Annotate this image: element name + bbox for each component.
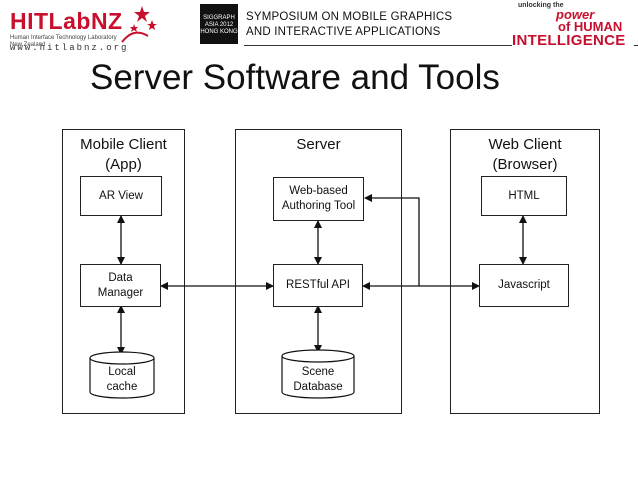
node-label: Javascript <box>498 279 550 291</box>
edge-javascript-authoring <box>364 194 420 286</box>
node-label: Web-based Authoring Tool <box>281 185 356 212</box>
column-title-line: Server <box>296 136 341 153</box>
hi-logo-line-3: of HUMAN <box>558 19 623 34</box>
node-label: RESTful API <box>286 279 350 291</box>
column-title-line: (App) <box>105 156 142 173</box>
header-divider-right <box>634 45 638 46</box>
node-local-cache: Local cache <box>89 364 155 396</box>
node-label: Data Manager <box>97 271 144 299</box>
siggraph-logo-line: ASIA 2012 <box>204 22 234 28</box>
hi-logo-line-1: unlocking the <box>518 2 564 9</box>
node-label: Scene Database <box>293 366 343 393</box>
column-title-line: (Browser) <box>492 156 558 173</box>
node-label: Local cache <box>106 366 138 393</box>
column-title-web: Web Client (Browser) <box>451 135 599 175</box>
header-divider <box>244 45 512 46</box>
column-title-mobile: Mobile Client (App) <box>63 135 184 175</box>
node-label: HTML <box>508 189 540 202</box>
hitlabnz-wordmark: HITLabNZ <box>10 8 123 34</box>
siggraph-logo-line: HONG KONG <box>200 29 238 35</box>
stars-icon <box>121 6 157 43</box>
node-label: AR View <box>99 189 143 202</box>
symposium-line-1: SYMPOSIUM ON MOBILE GRAPHICS <box>246 11 453 23</box>
node-restful-api: RESTful API <box>273 264 363 307</box>
node-javascript: Javascript <box>479 264 569 307</box>
cylinder-scene-database-icon <box>281 349 355 399</box>
hi-logo-line-2: power <box>556 7 595 22</box>
hitlabnz-tagline: Human Interface Technology Laboratory Ne… <box>10 35 117 48</box>
slide-title: Server Software and Tools <box>90 58 500 97</box>
column-title-server: Server <box>236 135 401 155</box>
column-title-line: Web Client <box>488 136 562 153</box>
node-authoring-tool: Web-based Authoring Tool <box>273 177 364 221</box>
node-html: HTML <box>481 176 567 216</box>
column-title-line: Mobile Client <box>80 136 167 153</box>
cylinder-local-cache-icon <box>89 351 155 399</box>
siggraph-logo-line: SIGGRAPH <box>203 15 235 21</box>
siggraph-asia-logo: SIGGRAPH ASIA 2012 HONG KONG <box>200 4 238 44</box>
human-intelligence-logo: unlocking the power of HUMAN INTELLIGENC… <box>512 2 636 49</box>
symposium-line-2: AND INTERACTIVE APPLICATIONS <box>246 26 441 38</box>
hitlabnz-website: www.hitlabnz.org <box>10 43 129 53</box>
symposium-name: SYMPOSIUM ON MOBILE GRAPHICS AND INTERAC… <box>246 10 452 40</box>
node-data-manager: Data Manager <box>80 264 161 307</box>
node-scene-database: Scene Database <box>281 364 355 396</box>
node-ar-view: AR View <box>80 176 162 216</box>
hi-logo-line-4: INTELLIGENCE <box>512 32 626 49</box>
